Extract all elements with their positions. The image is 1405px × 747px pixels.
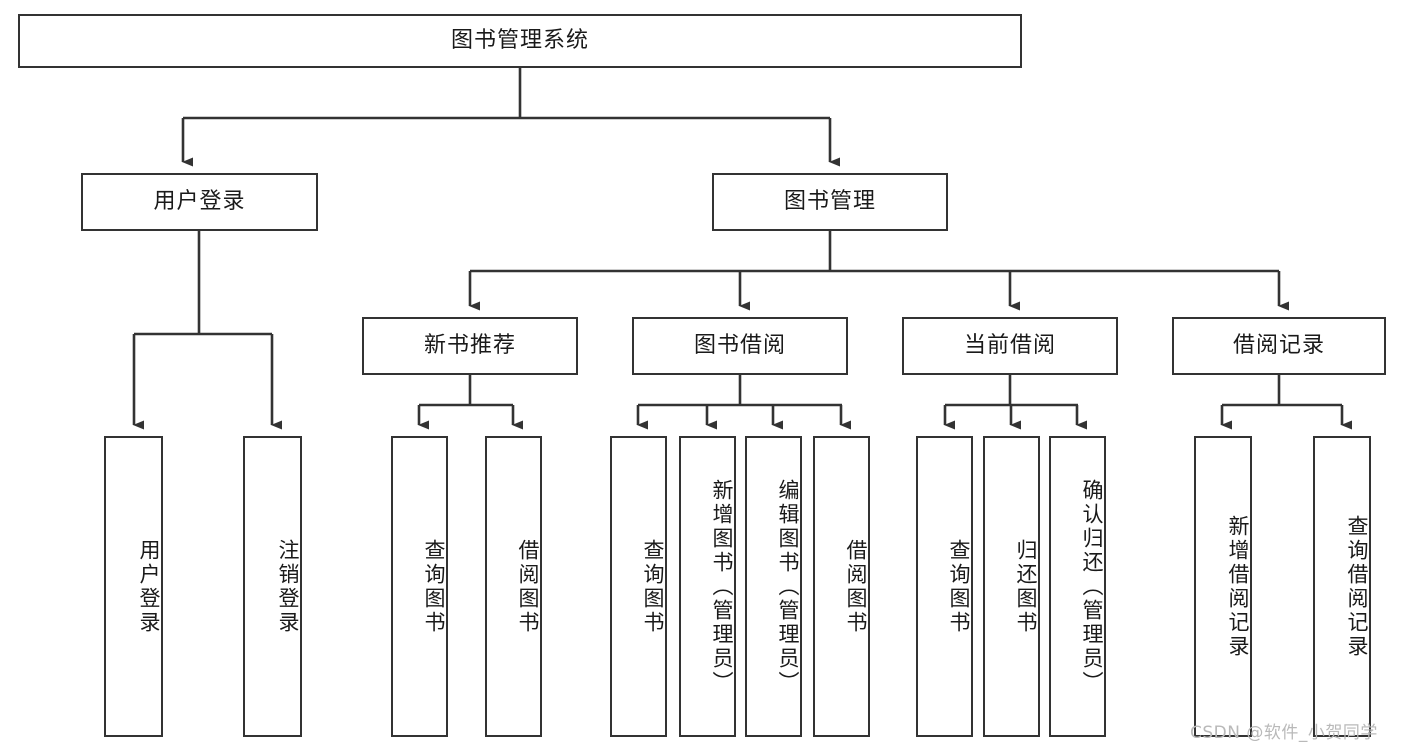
node-label: 借阅图书 <box>516 538 540 635</box>
node-label: 当前借阅 <box>963 332 1056 358</box>
node-label: 用户登录 <box>137 538 161 635</box>
leaf-confirm-return-admin[interactable]: 确认归还（管理员） <box>1049 436 1106 737</box>
node-label: 查询图书 <box>947 538 971 635</box>
leaf-borrow-books-recommend[interactable]: 借阅图书 <box>485 436 542 737</box>
node-label: 新书推荐 <box>423 332 516 358</box>
node-book-borrow[interactable]: 图书借阅 <box>632 317 848 375</box>
node-label: 图书借阅 <box>693 332 786 358</box>
node-label: 归还图书 <box>1014 538 1038 635</box>
leaf-user-login[interactable]: 用户登录 <box>104 436 163 737</box>
node-label: 查询图书 <box>641 538 665 635</box>
node-label: 查询图书 <box>422 538 446 635</box>
node-new-book-recommend[interactable]: 新书推荐 <box>362 317 578 375</box>
leaf-logout-login[interactable]: 注销登录 <box>243 436 302 737</box>
node-book-management[interactable]: 图书管理 <box>712 173 948 231</box>
node-label: 借阅图书 <box>844 538 868 635</box>
csdn-watermark: CSDN @软件_小贺同学 <box>1190 723 1378 743</box>
node-label: 新增图书（管理员） <box>710 478 734 695</box>
leaf-add-borrow-record[interactable]: 新增借阅记录 <box>1194 436 1252 737</box>
leaf-add-book-admin[interactable]: 新增图书（管理员） <box>679 436 736 737</box>
node-label: 借阅记录 <box>1232 332 1325 358</box>
leaf-query-books-recommend[interactable]: 查询图书 <box>391 436 448 737</box>
node-current-borrow[interactable]: 当前借阅 <box>902 317 1118 375</box>
node-label: 新增借阅记录 <box>1226 514 1250 659</box>
node-label: 图书管理系统 <box>450 27 589 53</box>
leaf-query-books-current[interactable]: 查询图书 <box>916 436 973 737</box>
node-user-login[interactable]: 用户登录 <box>81 173 318 231</box>
leaf-edit-book-admin[interactable]: 编辑图书（管理员） <box>745 436 802 737</box>
node-label: 查询借阅记录 <box>1345 514 1369 659</box>
leaf-query-borrow-record[interactable]: 查询借阅记录 <box>1313 436 1371 737</box>
node-label: 注销登录 <box>276 538 300 635</box>
node-label: 确认归还（管理员） <box>1080 478 1104 695</box>
leaf-return-books[interactable]: 归还图书 <box>983 436 1040 737</box>
leaf-borrow-books-borrow[interactable]: 借阅图书 <box>813 436 870 737</box>
node-label: 图书管理 <box>783 188 876 214</box>
node-borrow-records[interactable]: 借阅记录 <box>1172 317 1386 375</box>
node-label: 编辑图书（管理员） <box>776 478 800 695</box>
node-label: 用户登录 <box>153 188 246 214</box>
leaf-query-books-borrow[interactable]: 查询图书 <box>610 436 667 737</box>
node-root[interactable]: 图书管理系统 <box>18 14 1022 68</box>
